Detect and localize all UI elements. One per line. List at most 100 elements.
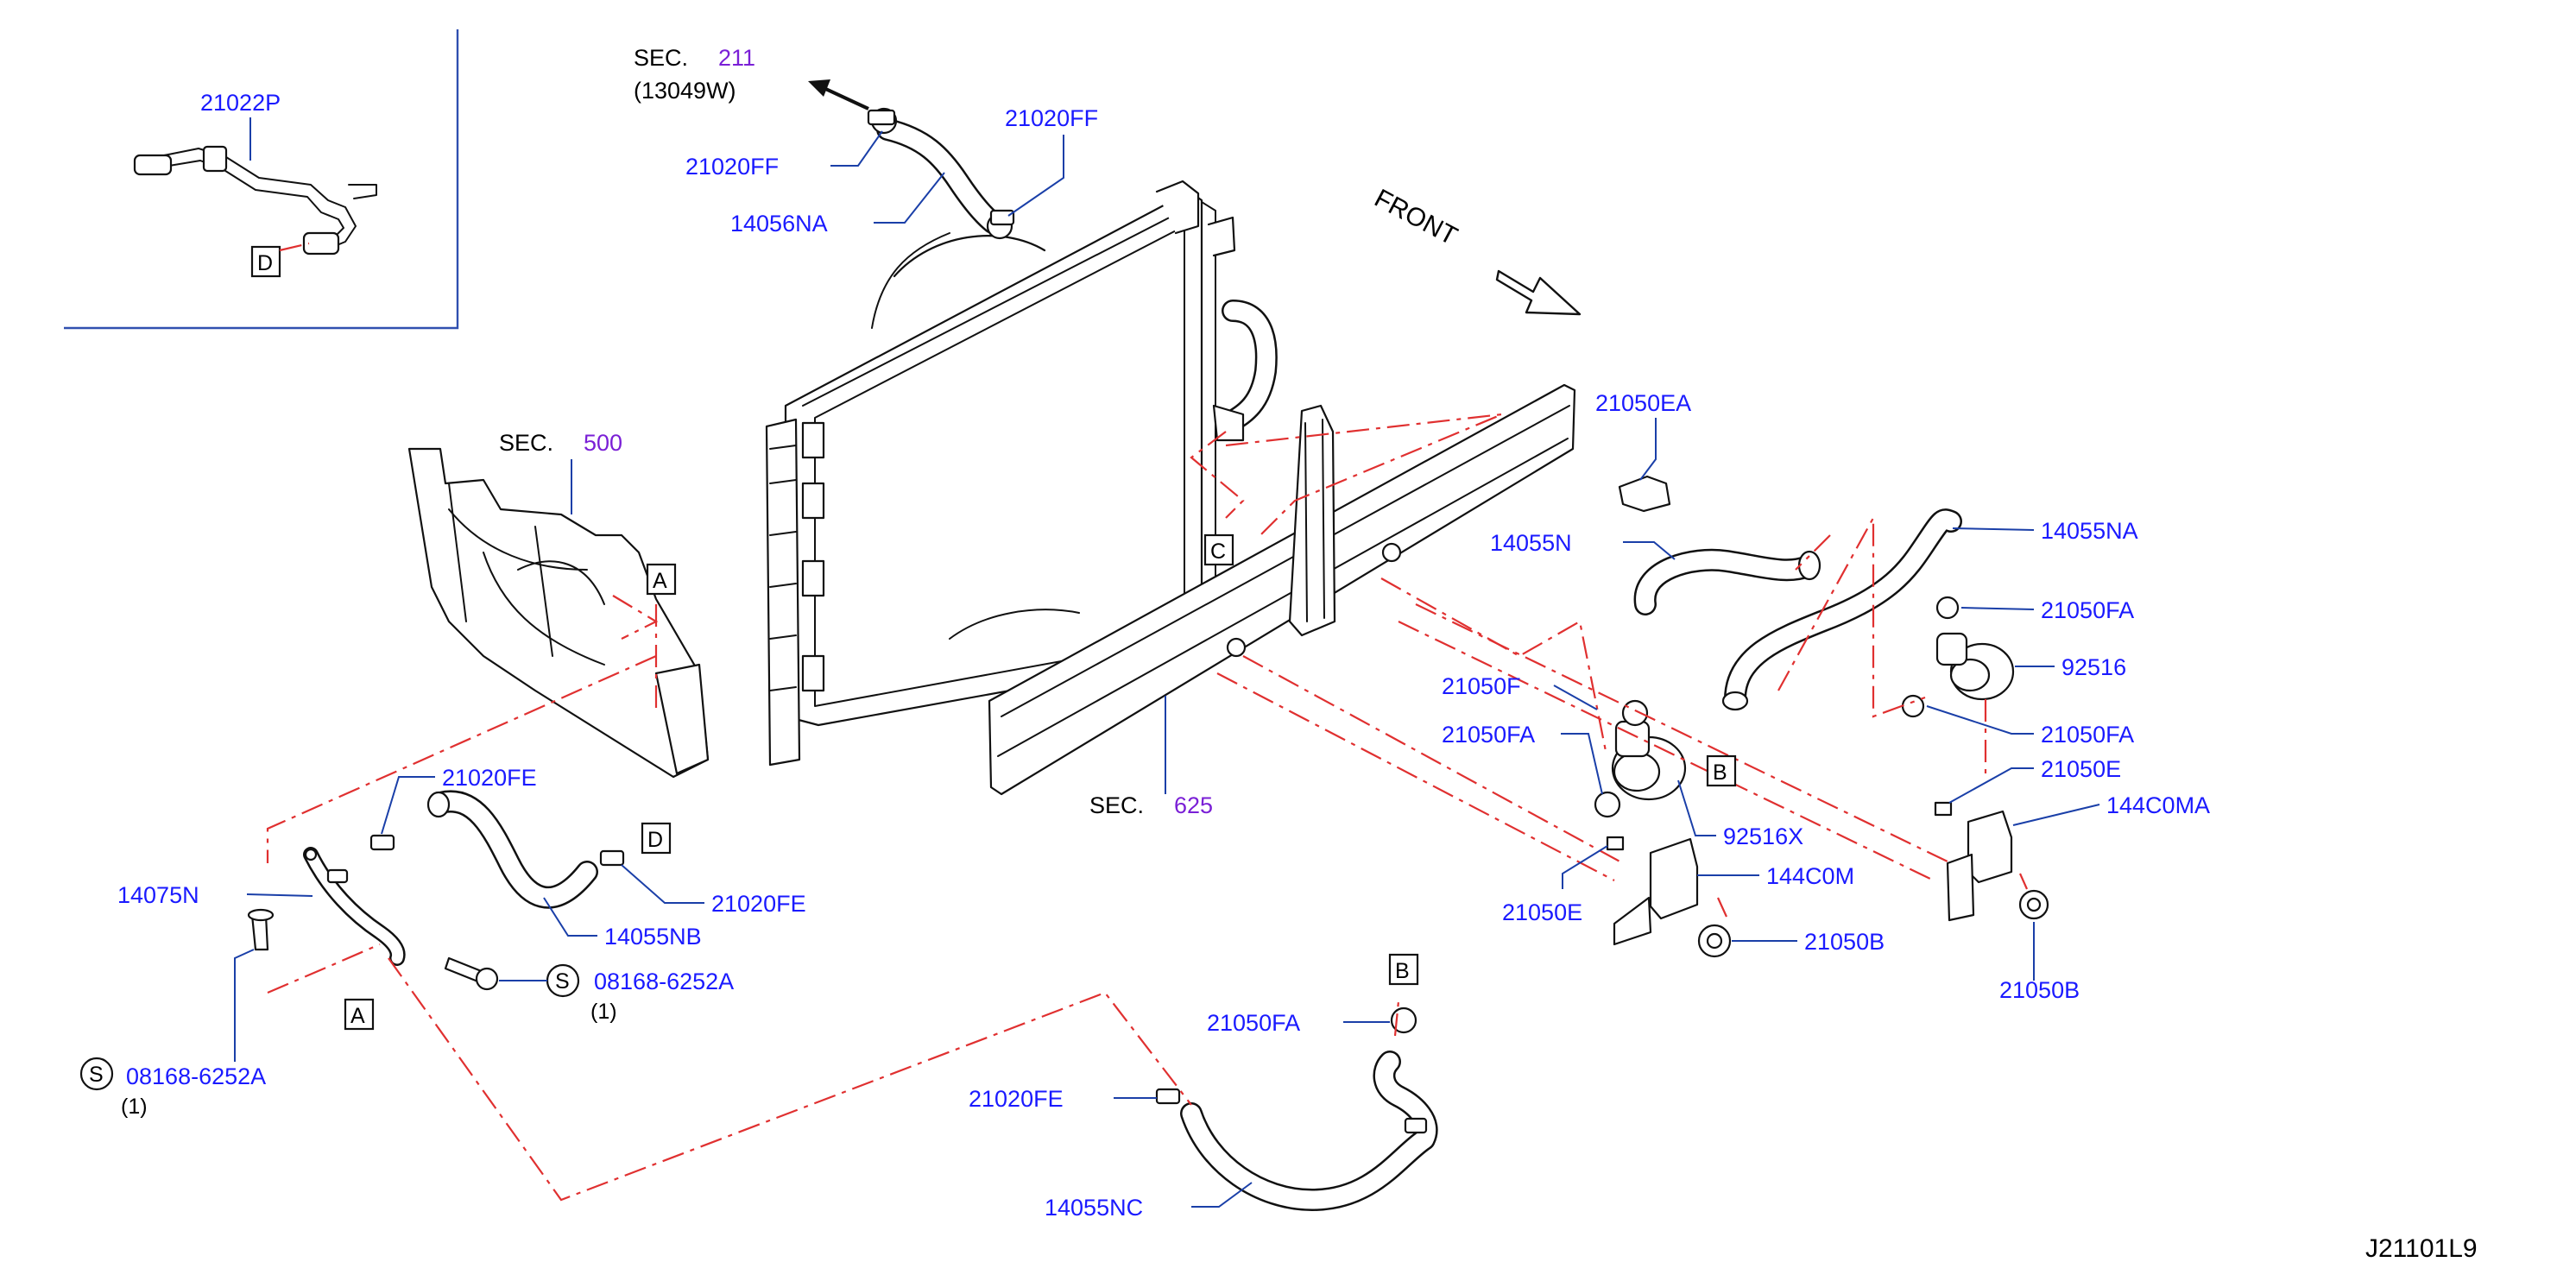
sec-211-number: 211	[718, 45, 755, 71]
water-pump-92516X	[1594, 699, 1687, 818]
side-member	[407, 447, 710, 779]
callout-21020FE-right: 21020FE	[621, 864, 806, 917]
callout-21020FF-top: 21020FF	[1005, 105, 1098, 217]
part-label-14055NC: 14055NC	[1045, 1195, 1143, 1221]
callout-08168-right: 08168-6252A (1)	[499, 969, 734, 1024]
sec-625-number: 625	[1174, 792, 1213, 818]
callout-14055NA: 14055NA	[1952, 518, 2138, 544]
clip-21050EA	[1618, 475, 1671, 513]
callout-21050EA: 21050EA	[1595, 390, 1691, 481]
water-pipe-21022P	[133, 145, 377, 256]
callout-144C0MA: 144C0MA	[2012, 792, 2210, 826]
guide-lines	[266, 413, 2029, 1202]
ref-box-A-top-label: A	[653, 569, 667, 593]
callout-21050F-partial: 21050F	[1442, 673, 1598, 710]
hose-14056NA	[867, 107, 1015, 240]
water-pump-92516	[1901, 596, 2015, 718]
part-label-21020FF-top: 21020FF	[1005, 105, 1098, 131]
part-label-21050E-mid: 21050E	[1502, 899, 1582, 925]
callout-14056NA: 14056NA	[730, 172, 945, 237]
clamps-lower-left	[369, 834, 625, 867]
part-label-14075N: 14075N	[117, 882, 199, 908]
callout-21050FA-right1: 21050FA	[1960, 597, 2134, 623]
callout-21022P: 21022P	[200, 90, 281, 161]
ref-box-D-lower-label: D	[647, 828, 663, 852]
callout-21050E-right: 21050E	[1948, 756, 2121, 804]
callout-14055NB: 14055NB	[543, 897, 702, 950]
part-label-21050F-partial: 21050F	[1442, 673, 1521, 699]
ref-box-D-inset: D	[250, 242, 310, 278]
part-label-92516-right: 92516	[2061, 654, 2126, 680]
bracket-144C0M	[1606, 836, 1732, 958]
part-label-21050EA: 21050EA	[1595, 390, 1691, 416]
part-label-14055NB: 14055NB	[604, 924, 702, 950]
ref-box-B-right: B	[1706, 754, 1737, 787]
callout-14075N: 14075N	[117, 882, 313, 908]
sec-500-callout: SEC. 500	[499, 430, 622, 514]
sec-211-callout: SEC. 211 (13049W)	[634, 45, 755, 104]
part-label-14055N: 14055N	[1490, 530, 1572, 556]
sec-625-callout: SEC. 625	[1089, 696, 1213, 818]
pipe-14075N	[303, 847, 406, 966]
part-label-21020FF-left: 21020FF	[685, 154, 779, 180]
sec211-arrow	[808, 79, 869, 110]
callout-21020FE-low: 21020FE	[969, 1086, 1157, 1112]
hose-14055N	[1633, 548, 1822, 615]
inset-frame	[64, 29, 459, 330]
sec-211-note: (13049W)	[634, 78, 736, 104]
part-label-21050B-mid: 21050B	[1804, 929, 1885, 955]
part-label-21020FE-low: 21020FE	[969, 1086, 1064, 1112]
hose-14055NC	[1155, 1006, 1438, 1211]
ref-box-D-lower: D	[641, 822, 672, 855]
ref-box-A-top: A	[646, 563, 677, 596]
ref-box-B-bottom-label: B	[1395, 959, 1410, 983]
part-label-21020FE-right: 21020FE	[711, 891, 806, 917]
bolt-right	[444, 956, 499, 991]
part-label-08168-left: 08168-6252A	[126, 1063, 266, 1089]
ref-box-B-right-label: B	[1713, 760, 1727, 785]
part-label-21022P: 21022P	[200, 90, 281, 116]
sec-625-prefix: SEC.	[1089, 792, 1144, 818]
part-label-08168-right: 08168-6252A	[594, 969, 734, 994]
callout-21020FF-left: 21020FF	[685, 130, 883, 180]
part-label-14055NA: 14055NA	[2041, 518, 2138, 544]
hose-14055NA	[1721, 508, 1962, 711]
qty-label-right: (1)	[590, 1000, 617, 1024]
callout-92516X: 92516X	[1677, 779, 1803, 849]
part-label-21050E-right: 21050E	[2041, 756, 2121, 782]
callout-14055N: 14055N	[1490, 530, 1676, 560]
ref-box-D-inset-label: D	[257, 251, 273, 275]
ref-box-A-lower: A	[344, 998, 375, 1031]
ref-box-A-lower-label: A	[350, 1004, 365, 1028]
part-label-21050FA-right2: 21050FA	[2041, 722, 2134, 748]
bolt-symbol-left: S	[79, 1057, 114, 1091]
sec-500-prefix: SEC.	[499, 430, 553, 456]
callout-92516-right: 92516	[2015, 654, 2126, 680]
crossmember	[988, 383, 1576, 796]
callout-21050FA-mid: 21050FA	[1442, 722, 1603, 795]
callout-21050B-mid: 21050B	[1732, 929, 1885, 955]
part-label-21020FE-top: 21020FE	[442, 765, 537, 791]
part-label-21050FA-low: 21050FA	[1207, 1010, 1300, 1036]
ref-box-B-bottom: B	[1388, 953, 1419, 986]
callout-21050B-right: 21050B	[1999, 922, 2080, 1003]
ref-box-C-label: C	[1210, 540, 1226, 564]
sec-211-prefix: SEC.	[634, 45, 688, 71]
sec-500-number: 500	[584, 430, 622, 456]
part-label-21050FA-right1: 21050FA	[2041, 597, 2134, 623]
ref-box-C: C	[1203, 533, 1234, 566]
qty-label-left: (1)	[121, 1095, 148, 1119]
callout-08168-left: 08168-6252A (1)	[121, 949, 266, 1119]
part-label-144C0MA: 144C0MA	[2106, 792, 2210, 818]
part-label-92516X: 92516X	[1723, 824, 1803, 849]
hose-14055NB	[426, 790, 598, 909]
diagram-id: J21101L9	[2365, 1234, 2478, 1263]
callout-14055NC: 14055NC	[1045, 1182, 1253, 1221]
callout-21050FA-right2: 21050FA	[1926, 705, 2134, 748]
bolt-left	[247, 908, 275, 951]
radiator	[765, 180, 1278, 767]
callout-21020FE-top: 21020FE	[381, 765, 537, 835]
part-label-21050FA-mid: 21050FA	[1442, 722, 1535, 748]
part-label-144C0M: 144C0M	[1766, 863, 1854, 889]
bracket-144C0MA	[1934, 801, 2049, 922]
